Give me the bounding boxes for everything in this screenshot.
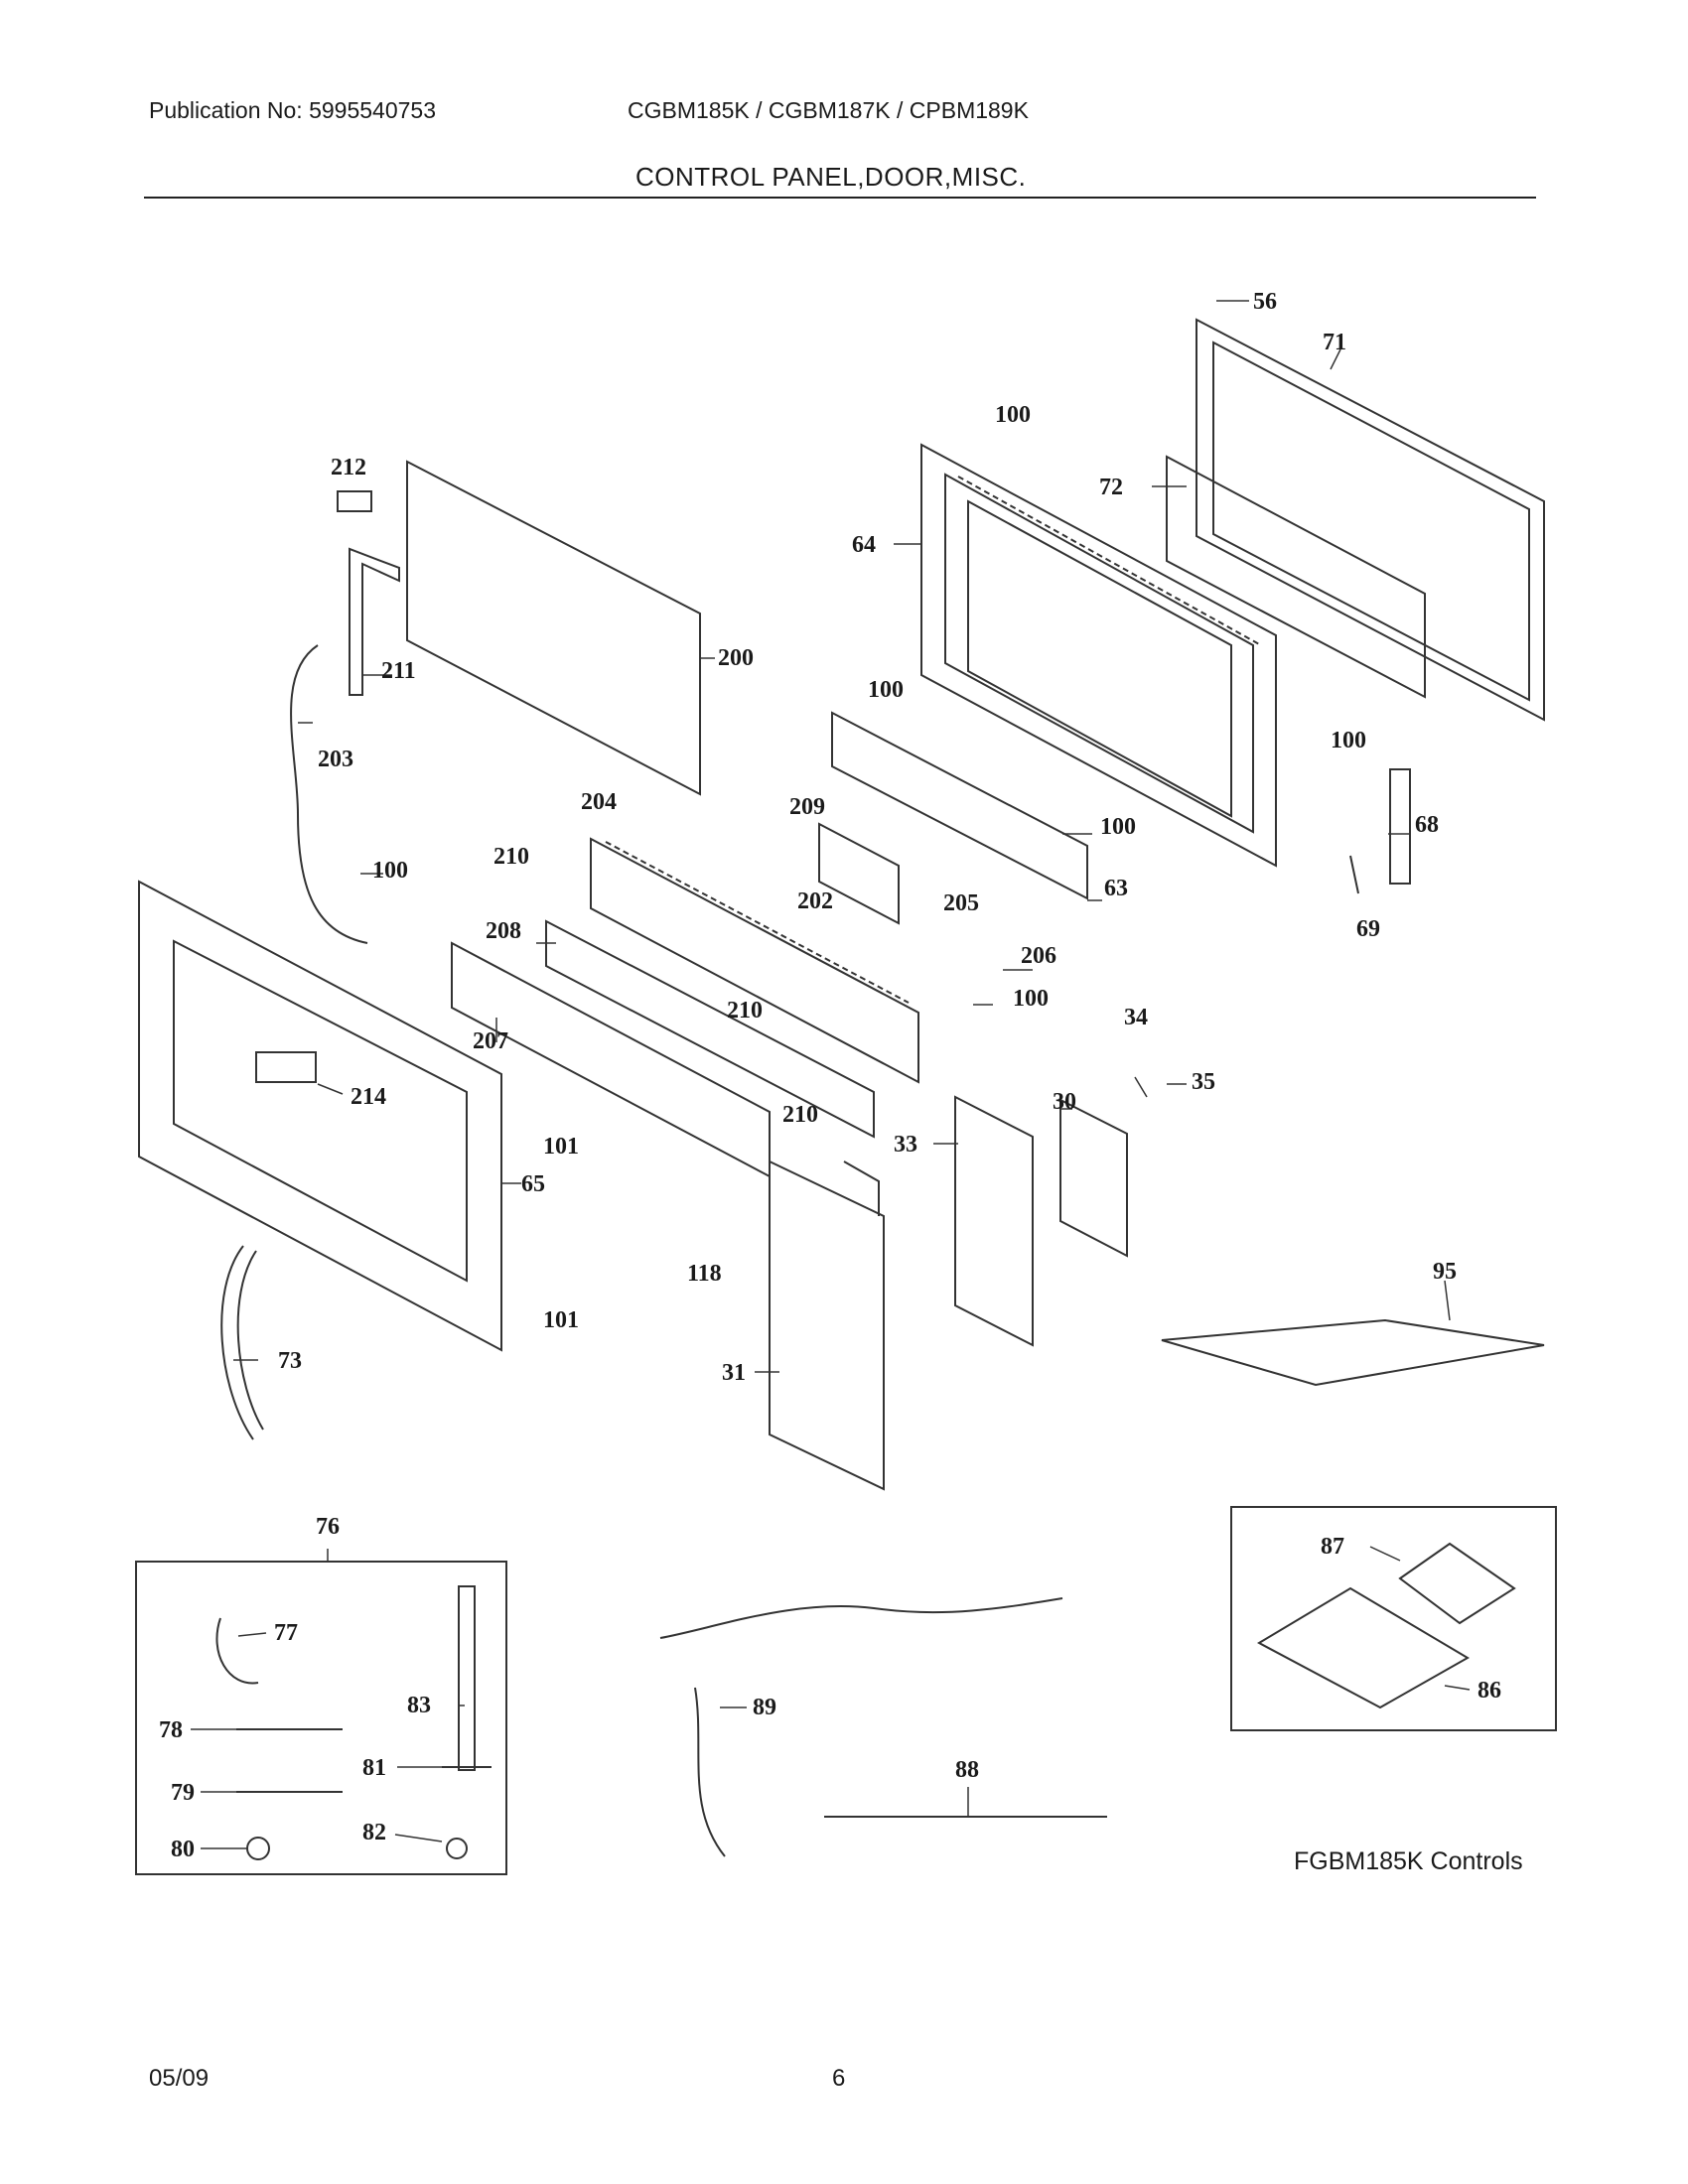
- control-board-202: [818, 822, 900, 925]
- part-label: 200: [718, 645, 754, 671]
- plate-33: [954, 1095, 1034, 1347]
- part-label: 203: [318, 747, 353, 772]
- manual-87: [1398, 1542, 1516, 1625]
- page-number: 6: [832, 2065, 846, 2092]
- diagram-caption: FGBM185K Controls: [1294, 1847, 1523, 1875]
- bracket-31: [769, 1160, 885, 1491]
- manual-box: [1230, 1506, 1557, 1731]
- harness-203: [290, 644, 368, 944]
- part-label: 202: [797, 888, 833, 914]
- part-label: 101: [543, 1134, 579, 1160]
- bumper-212: [337, 490, 372, 512]
- part-label: 207: [473, 1028, 508, 1054]
- part-label: 73: [278, 1348, 302, 1374]
- part-label: 100: [995, 402, 1031, 428]
- manual-86: [1256, 1586, 1470, 1709]
- part-label: 79: [171, 1780, 195, 1806]
- header-rule: [144, 197, 1536, 199]
- rack-95: [1161, 1318, 1545, 1387]
- part-label: 33: [894, 1132, 917, 1158]
- part-label: 100: [868, 677, 904, 703]
- part-label: 206: [1021, 943, 1056, 969]
- part-label: 80: [171, 1837, 195, 1862]
- part-label: 210: [727, 998, 763, 1024]
- part-label: 95: [1433, 1259, 1457, 1285]
- handle-73: [220, 1245, 254, 1440]
- kit-box-76: [135, 1561, 507, 1875]
- part-label: 78: [159, 1717, 183, 1743]
- part-label: 100: [1331, 728, 1366, 753]
- part-label: 31: [722, 1360, 746, 1386]
- part-label: 214: [351, 1084, 386, 1110]
- part-label: 69: [1356, 916, 1380, 942]
- board-30: [1059, 1098, 1128, 1258]
- part-label: 71: [1323, 330, 1346, 355]
- part-label: 63: [1104, 876, 1128, 901]
- part-label: 210: [493, 844, 529, 870]
- part-label: 82: [362, 1820, 386, 1845]
- part-label: 35: [1192, 1069, 1215, 1095]
- publication-number: Publication No: 5995540753: [149, 97, 437, 123]
- model-numbers: CGBM185K / CGBM187K / CPBM189K: [628, 97, 1029, 123]
- part-label: 212: [331, 455, 366, 480]
- part-label: 118: [687, 1261, 722, 1287]
- part-label: 205: [943, 890, 979, 916]
- front-panel-65: [138, 880, 502, 1352]
- part-label: 209: [789, 794, 825, 820]
- part-label: 204: [581, 789, 617, 815]
- section-title: CONTROL PANEL,DOOR,MISC.: [635, 162, 1027, 192]
- part-label: 88: [955, 1757, 979, 1783]
- door-inner-64: [920, 443, 1277, 868]
- part-label: 81: [362, 1755, 386, 1781]
- part-label: 87: [1321, 1534, 1344, 1560]
- part-label: 56: [1253, 289, 1277, 315]
- control-housing-204: [590, 837, 919, 1084]
- part-label: 77: [274, 1620, 298, 1646]
- label-214: [255, 1051, 317, 1083]
- part-label: 89: [753, 1695, 776, 1720]
- overlay-208: [545, 919, 875, 1139]
- door-frame-71: [1196, 318, 1545, 722]
- choke-63: [831, 711, 1088, 900]
- part-label: 30: [1053, 1089, 1076, 1115]
- part-label: 101: [543, 1307, 579, 1333]
- panel-200: [406, 460, 701, 796]
- part-label: 64: [852, 532, 876, 558]
- part-label: 68: [1415, 812, 1439, 838]
- part-label: 65: [521, 1171, 545, 1197]
- part-label: 34: [1124, 1005, 1148, 1030]
- footer-date: 05/09: [149, 2065, 210, 2092]
- part-label: 210: [782, 1102, 818, 1128]
- part-label: 72: [1099, 475, 1123, 500]
- latch-68: [1389, 768, 1411, 885]
- door-glass-72: [1166, 455, 1426, 699]
- part-label: 83: [407, 1693, 431, 1718]
- part-label: 208: [486, 918, 521, 944]
- part-label: 211: [381, 658, 416, 684]
- harness-89: [659, 1597, 1063, 1857]
- bracket-211: [349, 547, 400, 696]
- part-label: 86: [1477, 1678, 1501, 1704]
- spring-69: [1349, 855, 1359, 894]
- part-label: 100: [372, 858, 408, 884]
- part-label: 100: [1013, 986, 1049, 1012]
- part-label: 76: [316, 1514, 340, 1540]
- part-label: 100: [1100, 814, 1136, 840]
